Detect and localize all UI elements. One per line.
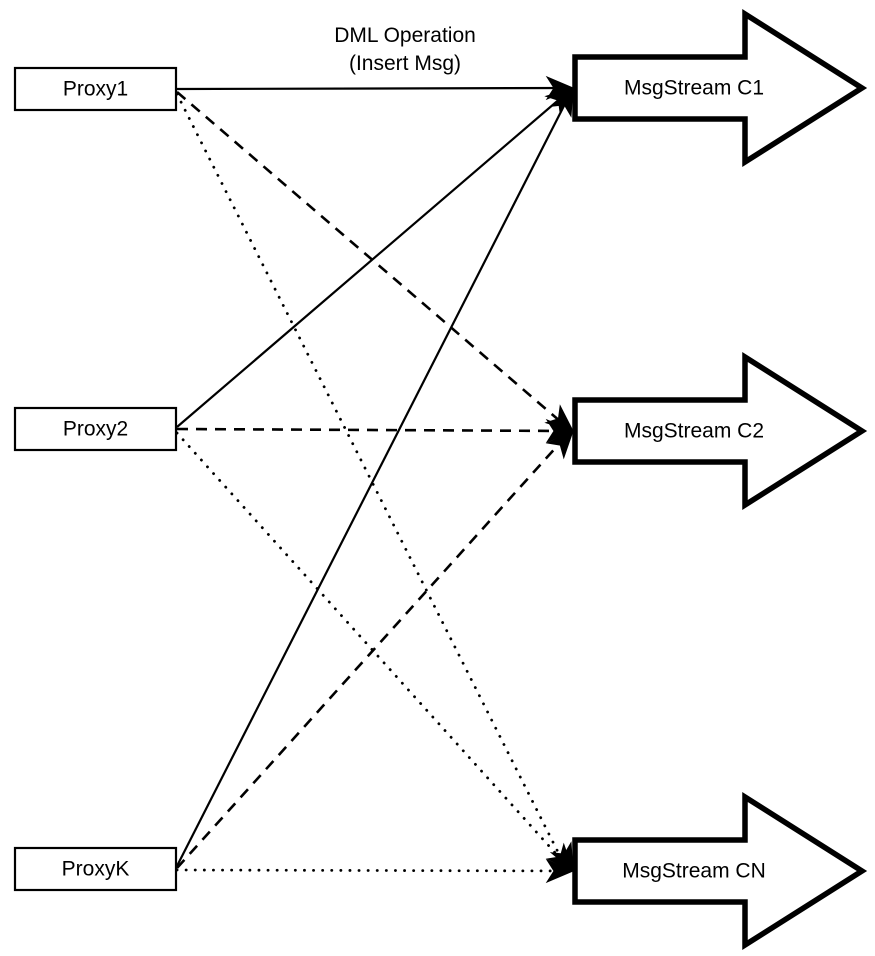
msgstream-arrow-shape-stream_c1[interactable] [572,9,868,167]
arrowhead-head-cn-c [545,842,574,872]
msgstream-label-stream_c1: MsgStream C1 [624,77,764,100]
arrowheads-layer [544,75,575,884]
link-p2-cn [175,431,569,868]
msgstream-node-stream_c2[interactable]: MsgStream C2 [572,352,868,510]
msgstream-label-stream_cn: MsgStream CN [622,860,766,883]
proxy-label-proxy1: Proxy1 [63,78,128,101]
links-layer [175,86,572,873]
proxy-box-proxyK[interactable] [13,846,178,892]
proxy-box-proxy2[interactable] [13,406,178,452]
link-p1-c1 [176,86,571,91]
msgstream-node-stream_c1[interactable]: MsgStream C1 [572,9,868,167]
arrowhead-head-c2-b [544,404,574,432]
link-pk-c1 [176,93,571,867]
link-pk-c2 [176,433,569,869]
link-pk-cn [175,868,572,873]
proxy-box-proxy1[interactable] [13,66,178,112]
msgstream-node-stream_cn[interactable]: MsgStream CN [572,792,868,950]
link-p1-cn [175,92,568,870]
msgstream-arrow-shape-stream_c2[interactable] [572,352,868,510]
msgstream-nodes-layer: MsgStream C1 MsgStream C2 MsgStream CN [572,9,868,950]
proxy-node-proxyK[interactable]: ProxyK [13,846,178,892]
proxy-label-proxy2: Proxy2 [63,418,128,441]
arrowhead-head-c2-c [545,430,574,460]
msgstream-arrow-shape-stream_cn[interactable] [572,792,868,950]
arrowhead-head-cn-a [545,858,575,884]
link-p2-c2 [176,427,571,433]
dml-operation-label-line2: (Insert Msg) [349,52,461,75]
dml-operation-label: DML Operation (Insert Msg) [334,24,476,75]
arrowhead-head-c1-c [549,86,574,118]
msgstream-label-stream_c2: MsgStream C2 [624,420,764,443]
proxy-node-proxy1[interactable]: Proxy1 [13,66,178,112]
link-p2-c1 [176,90,570,428]
dml-operation-label-line1: DML Operation [334,24,476,47]
proxy-node-proxy2[interactable]: Proxy2 [13,406,178,452]
proxy-label-proxyK: ProxyK [62,858,130,881]
